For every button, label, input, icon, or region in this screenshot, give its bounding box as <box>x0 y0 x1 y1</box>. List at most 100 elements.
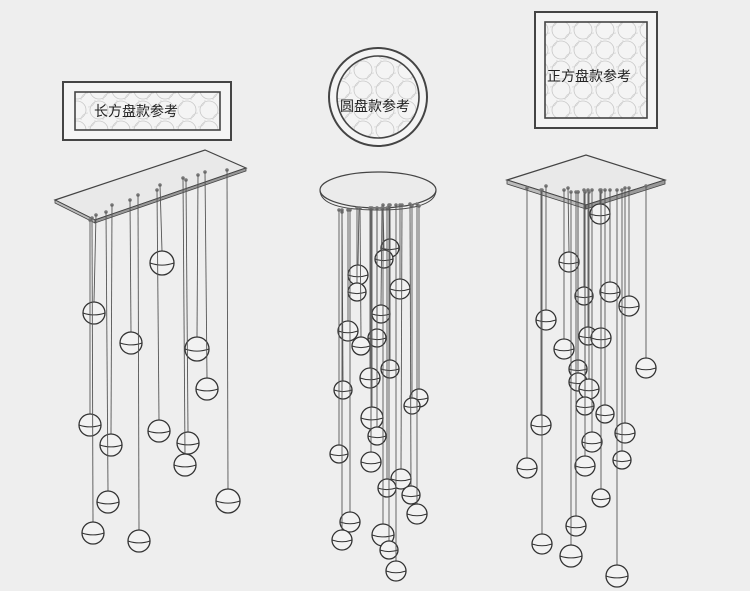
glass-ball-icon <box>99 433 123 457</box>
ball-equator <box>574 295 594 299</box>
glass-ball-icon <box>565 515 587 537</box>
pendant-wire <box>110 204 113 435</box>
ball-equator <box>605 575 629 579</box>
round-pendant <box>333 210 353 400</box>
rect-pendant <box>81 216 105 545</box>
glass-ball-icon <box>531 533 553 555</box>
square-pendant <box>530 188 552 436</box>
ball-equator <box>99 444 123 448</box>
pendant-wire <box>409 203 412 487</box>
pendant-wire <box>91 217 94 523</box>
label-square-canopy: 正方盘款参考 <box>547 69 631 85</box>
glass-ball-icon <box>589 203 611 225</box>
glass-ball-icon <box>81 521 105 545</box>
round-pendant <box>359 206 381 389</box>
pendant-wire <box>380 207 383 306</box>
glass-ball-icon <box>329 444 349 464</box>
round-pendant <box>360 206 382 473</box>
square-canopy-plate <box>505 154 667 210</box>
ball-equator <box>374 258 394 262</box>
round-pendant <box>347 206 367 302</box>
ball-equator <box>574 465 596 469</box>
glass-ball-icon <box>574 455 596 477</box>
ball-equator <box>215 500 241 504</box>
pendant-wire <box>105 211 109 492</box>
ball-equator <box>78 424 102 428</box>
round-canopy-preview <box>328 47 428 147</box>
ball-equator <box>565 525 587 529</box>
rect-pendant <box>176 178 200 455</box>
rect-pendant <box>82 213 106 325</box>
rect-pendant <box>184 173 210 362</box>
ball-equator <box>371 313 391 317</box>
square-pendant <box>595 188 615 424</box>
glass-ball-icon <box>530 414 552 436</box>
square-pendant <box>531 188 553 555</box>
ball-equator <box>367 435 387 439</box>
ball-equator <box>379 549 399 553</box>
pendant-wire <box>226 169 229 490</box>
ball-equator <box>337 330 359 334</box>
glass-ball-icon <box>385 560 407 582</box>
ball-equator <box>351 345 371 349</box>
ball-equator <box>81 532 105 536</box>
round-pendant <box>379 204 399 560</box>
glass-ball-icon <box>184 336 210 362</box>
square-pendant <box>591 188 611 508</box>
round-pendant <box>339 208 361 533</box>
glass-ball-icon <box>377 478 397 498</box>
rect-pendant <box>96 210 120 514</box>
pendant-wire <box>159 184 163 252</box>
rect-pendant <box>173 176 197 477</box>
pendant-group <box>78 168 657 588</box>
pendant-wire <box>93 214 97 303</box>
glass-ball-icon <box>612 450 632 470</box>
glass-ball-icon <box>215 488 241 514</box>
pendant-wire <box>137 194 140 531</box>
glass-ball-icon <box>360 451 382 473</box>
ball-equator <box>331 539 353 543</box>
square-pendant <box>559 190 583 568</box>
ball-equator <box>371 534 395 538</box>
square-pendant <box>581 188 603 453</box>
ball-equator <box>403 405 421 408</box>
pendant-wire <box>129 199 132 333</box>
ball-equator <box>516 467 538 471</box>
glass-ball-icon <box>559 544 583 568</box>
ball-equator <box>591 497 611 501</box>
square-pendant <box>574 190 596 477</box>
square-pendant <box>574 188 594 306</box>
ball-equator <box>578 388 600 392</box>
rect-pendant <box>99 203 123 457</box>
label-rect-canopy: 长方盘款参考 <box>94 104 178 120</box>
rect-pendant <box>215 168 241 514</box>
square-pendant <box>578 190 600 400</box>
ball-equator <box>347 291 367 295</box>
round-pendant <box>385 203 407 582</box>
glass-ball-icon <box>173 453 197 477</box>
pendant-wire <box>400 204 403 470</box>
glass-ball-icon <box>176 431 200 455</box>
ball-equator <box>390 478 412 482</box>
glass-ball-icon <box>591 488 611 508</box>
square-pendant <box>553 188 575 360</box>
round-pendant <box>367 206 387 446</box>
round-pendant <box>331 208 353 551</box>
round-pendant <box>351 206 371 356</box>
ball-equator <box>176 442 200 446</box>
pendant-wire <box>196 174 199 338</box>
rect-canopy-preview <box>62 81 232 141</box>
glass-ball-icon <box>406 503 428 525</box>
glass-ball-icon <box>635 357 657 379</box>
glass-ball-icon <box>147 419 171 443</box>
ball-equator <box>96 501 120 505</box>
ball-equator <box>360 461 382 465</box>
square-pendant <box>612 188 632 470</box>
ball-equator <box>558 261 580 265</box>
glass-ball-icon <box>578 378 600 400</box>
round-pendant <box>403 204 421 415</box>
glass-ball-icon <box>127 529 151 553</box>
glass-ball-icon <box>389 278 411 300</box>
label-round-canopy: 圆盘款参考 <box>340 99 410 115</box>
